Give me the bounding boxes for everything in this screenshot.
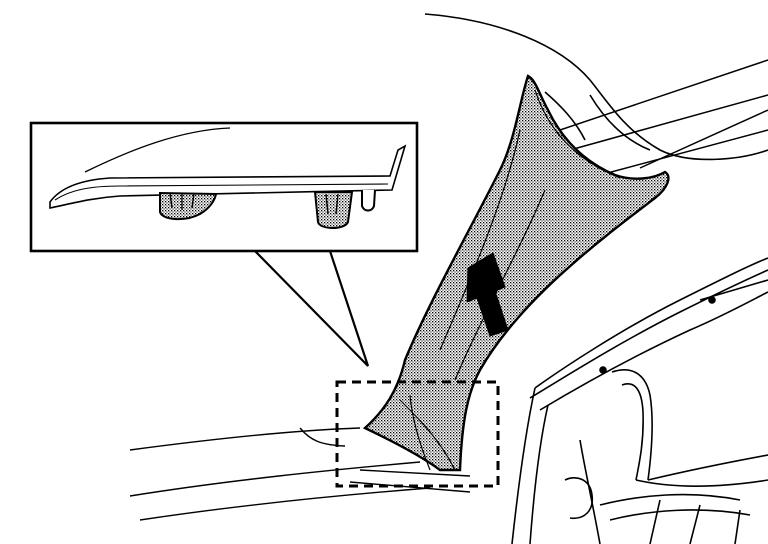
- retaining-clip-icon: [159, 191, 218, 220]
- sill-lines: [129, 427, 471, 521]
- removal-arrow-icon: [466, 252, 509, 337]
- magnified-inset: [29, 121, 419, 253]
- retaining-tab-icon: [361, 189, 376, 212]
- callout-pointer: [254, 250, 370, 367]
- clip-location-dashed-box: [335, 380, 500, 488]
- roof-outline: [424, 13, 768, 161]
- trim-edge-section: [49, 144, 407, 209]
- pillar-trim-panel: [362, 74, 670, 472]
- door-opening: [511, 257, 768, 544]
- body-frame: [559, 59, 768, 176]
- retaining-clip-icon: [313, 191, 354, 229]
